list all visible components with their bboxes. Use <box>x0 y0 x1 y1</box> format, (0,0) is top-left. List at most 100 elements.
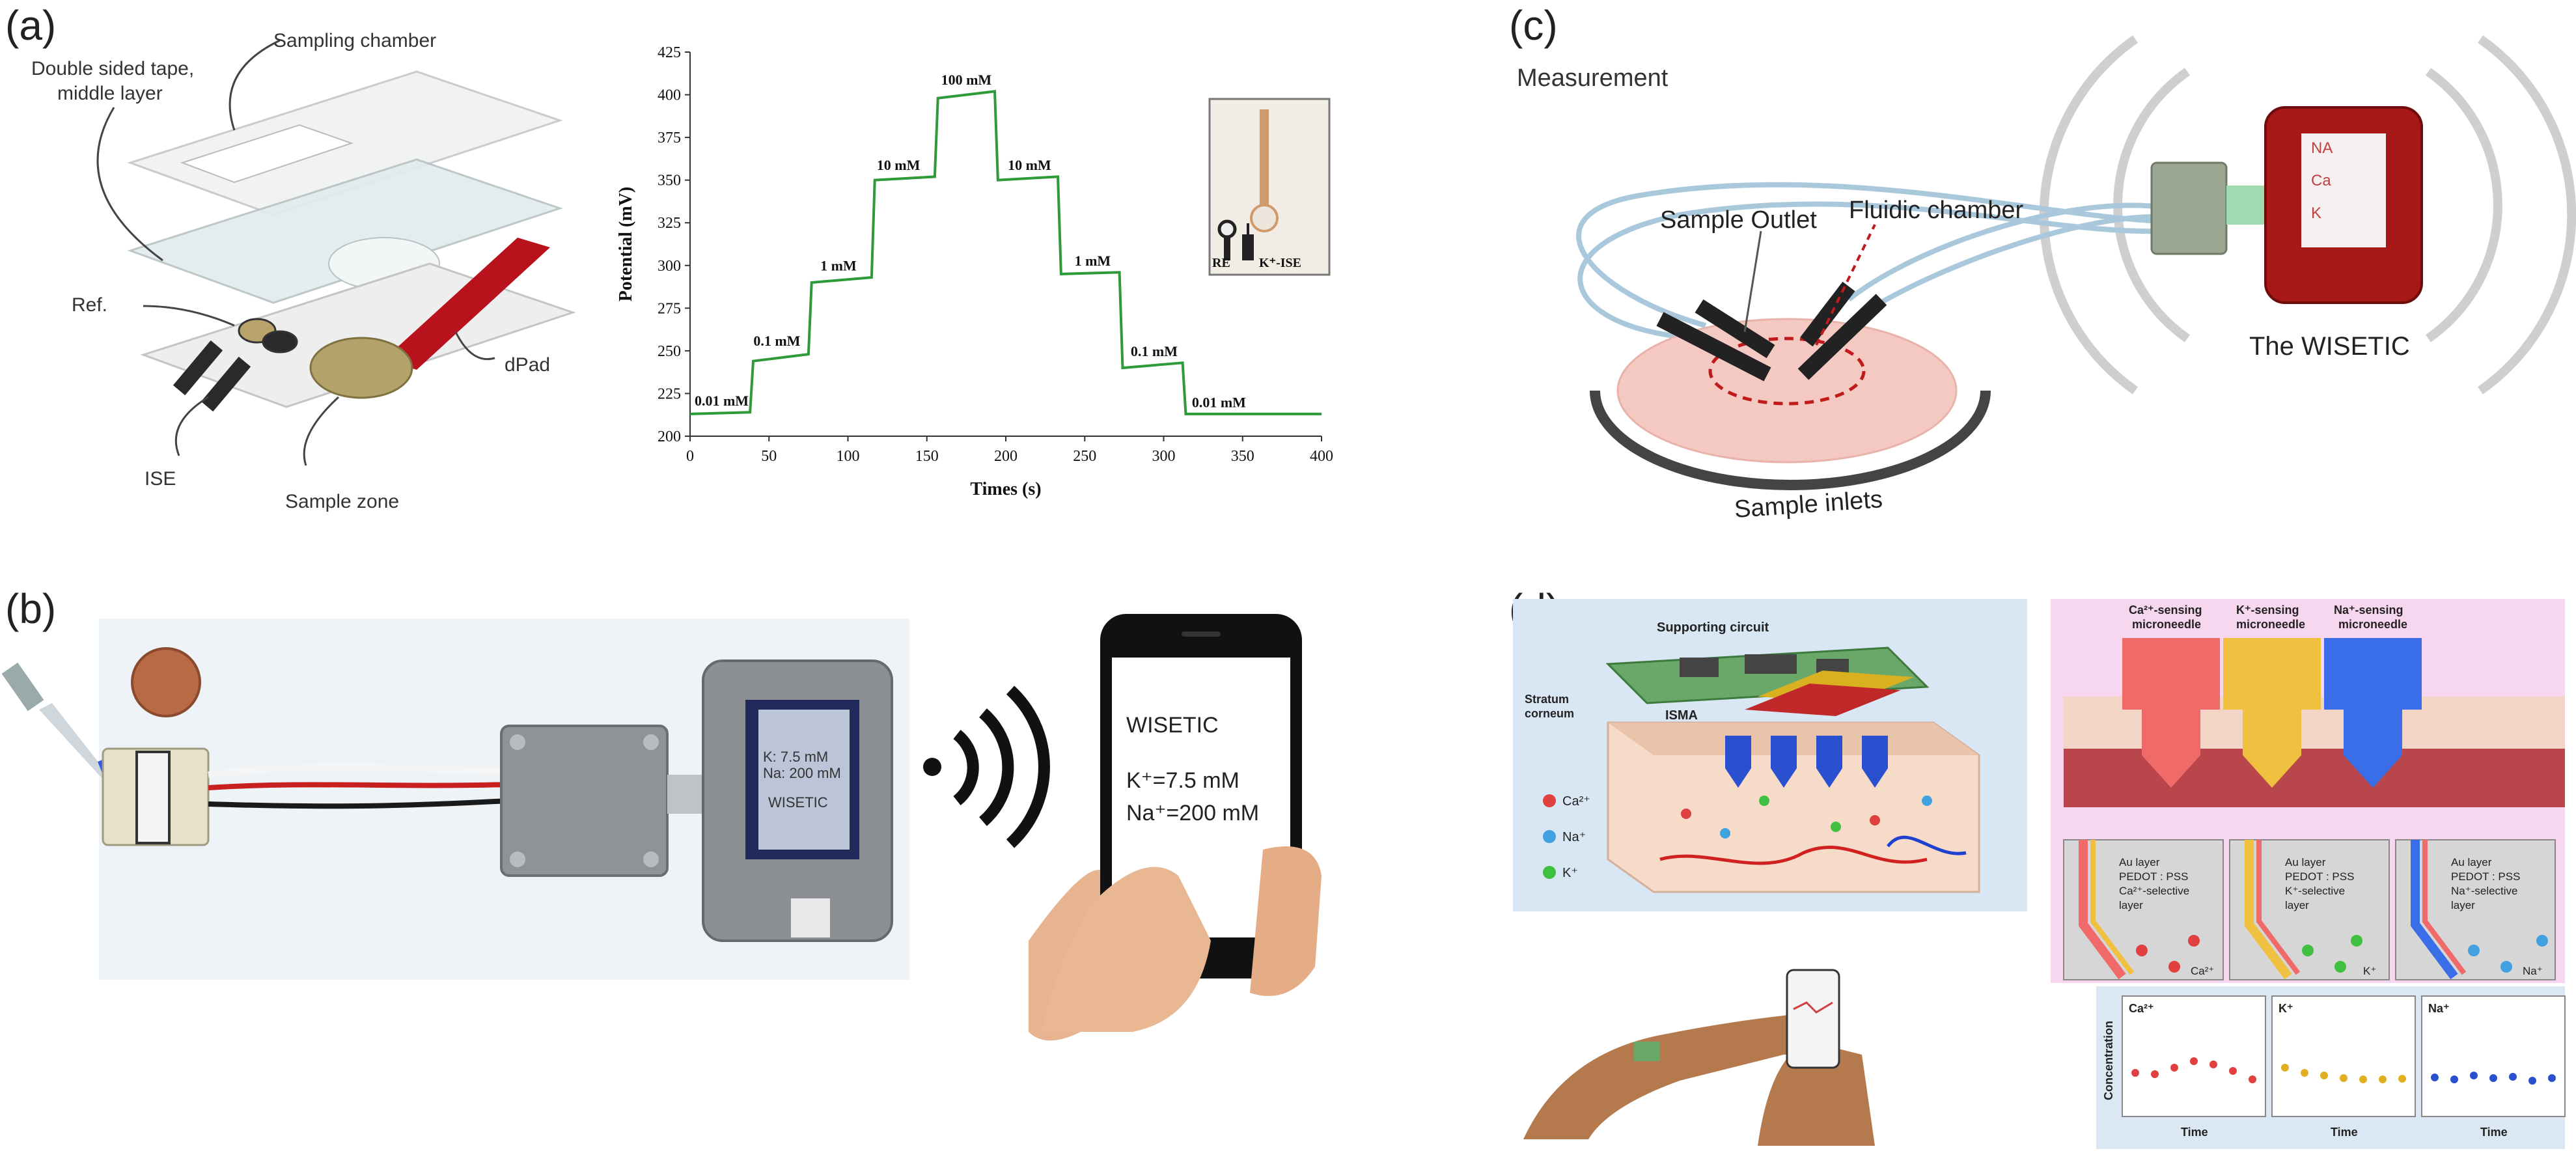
conc-k-time: Time <box>2331 1126 2358 1139</box>
label-stratum-2: corneum <box>1525 707 1574 720</box>
measurement-title: Measurement <box>1517 64 1669 92</box>
concentration-annotation: 0.01 mM <box>1192 394 1246 410</box>
mini-phone <box>1786 969 1840 1069</box>
ref-electrode <box>173 340 223 396</box>
needle-na-line1: Na⁺-sensing <box>2334 603 2403 617</box>
concentration-annotation: 1 mM <box>820 258 857 274</box>
x-tick-label: 400 <box>1310 448 1333 465</box>
leader-sampling <box>229 39 281 131</box>
layer-box-na: Au layer PEDOT : PSS Na⁺-selective layer… <box>2395 839 2556 980</box>
concentration-annotation: 0.1 mM <box>753 333 800 349</box>
label-sampling-chamber: Sampling chamber <box>273 30 436 51</box>
y-tick-label: 275 <box>658 300 681 317</box>
na-layer-sel2: layer <box>2451 899 2475 911</box>
conc-chart-k: K⁺ Time <box>2271 995 2416 1139</box>
leader-dpad <box>454 331 495 361</box>
phone-title: WISETIC <box>1126 713 1219 738</box>
conc-chart-na: Na⁺ Time <box>2421 995 2566 1139</box>
legend-k: K⁺ <box>1562 866 1578 880</box>
leader-sample-zone <box>303 396 340 466</box>
x-tick-label: 100 <box>837 448 860 465</box>
label-ref: Ref. <box>72 294 107 316</box>
na-layer-pedot: PEDOT : PSS <box>2451 870 2520 883</box>
wearable-patch <box>1634 1042 1660 1061</box>
connector <box>2150 161 2228 255</box>
panel-label-a: (a) <box>5 2 57 49</box>
ise-pad <box>262 330 298 354</box>
label-fluidic-chamber: Fluidic chamber <box>1849 197 2024 224</box>
x-tick-label: 150 <box>915 448 939 465</box>
ca-layer-sel2: layer <box>2119 899 2143 911</box>
label-sample-inlets: Sample inlets <box>1734 486 1883 523</box>
legend-ca: Ca²⁺ <box>1562 794 1590 809</box>
box-label-ca: Ca <box>2311 172 2331 189</box>
box-label-na: NA <box>2311 139 2333 157</box>
wifi-icon <box>923 686 1050 848</box>
needle-ca-line2: microneedle <box>2132 618 2201 631</box>
box-label-k: K <box>2311 204 2321 222</box>
sample-zone-pad <box>309 337 413 399</box>
y-axis-label: Potential (mV) <box>616 187 636 302</box>
concentration-annotation: 1 mM <box>1075 253 1111 269</box>
conc-chart-ca: Ca²⁺ Time <box>2122 995 2266 1139</box>
fluidic-chamber <box>1708 337 1866 406</box>
arm <box>1523 1014 1823 1139</box>
concentration-annotation: 10 mM <box>877 157 921 173</box>
ca-layer-au: Au layer <box>2119 856 2160 868</box>
na-layer-ion: Na⁺ <box>2523 965 2543 977</box>
concentration-annotation: 10 mM <box>1008 157 1051 173</box>
label-ise: ISE <box>145 468 176 490</box>
label-isma: ISMA <box>1665 708 1698 723</box>
device-screen-title: WISETIC <box>768 794 828 811</box>
k-layer-ion: K⁺ <box>2363 965 2376 977</box>
legend-na: Na⁺ <box>1562 830 1586 844</box>
dpad-strip <box>384 238 550 370</box>
ca-layer-ion: Ca²⁺ <box>2191 965 2214 977</box>
label-supporting-circuit: Supporting circuit <box>1657 620 1769 635</box>
device-screen-k: K: 7.5 mM <box>763 749 828 765</box>
panel-label-b: (b) <box>5 585 57 632</box>
k-layer-pedot: PEDOT : PSS <box>2285 870 2354 883</box>
x-tick-label: 200 <box>994 448 1018 465</box>
label-tape-2: middle layer <box>57 83 163 104</box>
penny <box>131 647 201 717</box>
concentration-annotation: 0.1 mM <box>1131 343 1178 359</box>
label-wisetic: The WISETIC <box>2249 332 2410 361</box>
y-tick-label: 300 <box>658 258 681 275</box>
needle-k-line1: K⁺-sensing <box>2236 603 2299 617</box>
ise-electrode <box>201 356 251 412</box>
label-sample-outlet: Sample Outlet <box>1660 206 1817 234</box>
hand-right <box>1758 1042 1875 1146</box>
adapter-box <box>500 725 669 877</box>
phone-k-value: K⁺=7.5 mM <box>1126 768 1240 793</box>
needle-ca-line1: Ca²⁺-sensing <box>2129 603 2202 617</box>
layer-box-k: Au layer PEDOT : PSS K⁺-selective layer … <box>2229 839 2390 980</box>
y-tick-label: 200 <box>658 428 681 445</box>
needle-k <box>2223 638 2321 788</box>
k-layer-au: Au layer <box>2285 856 2326 868</box>
label-dpad: dPad <box>505 354 550 376</box>
x-tick-label: 300 <box>1152 448 1176 465</box>
device-photo: K: 7.5 mM Na: 200 mM WISETIC <box>1 618 1050 980</box>
potential-series-line <box>689 90 1322 415</box>
y-tick-label: 225 <box>658 385 681 402</box>
conc-na-ion: Na⁺ <box>2428 1002 2450 1015</box>
leader-ise <box>174 396 209 456</box>
leader-tape <box>96 107 163 262</box>
inlet-arc <box>1590 390 1991 490</box>
sampling-chamber-window <box>180 124 354 184</box>
y-tick-label: 250 <box>658 343 681 360</box>
needle-na <box>2324 638 2422 788</box>
k-layer-sel1: K⁺-selective <box>2285 885 2345 897</box>
microneedle-diagram: Supporting circuit Stratum corneum ISMA … <box>1513 599 2566 1149</box>
conc-ylabel: Concentration <box>2102 1021 2115 1100</box>
needle-k-line2: microneedle <box>2236 618 2305 631</box>
conc-na-time: Time <box>2480 1126 2508 1139</box>
conc-k-ion: K⁺ <box>2278 1002 2293 1015</box>
measurement-diagram: Measurement Sample Outlet Fluidic chambe… <box>1517 35 2576 523</box>
y-tick-label: 325 <box>658 215 681 232</box>
concentration-annotation: 0.01 mM <box>695 393 749 409</box>
smartphone: WISETIC K⁺=7.5 mM Na⁺=200 mM <box>1029 614 1322 1041</box>
k-layer-sel2: layer <box>2285 899 2309 911</box>
